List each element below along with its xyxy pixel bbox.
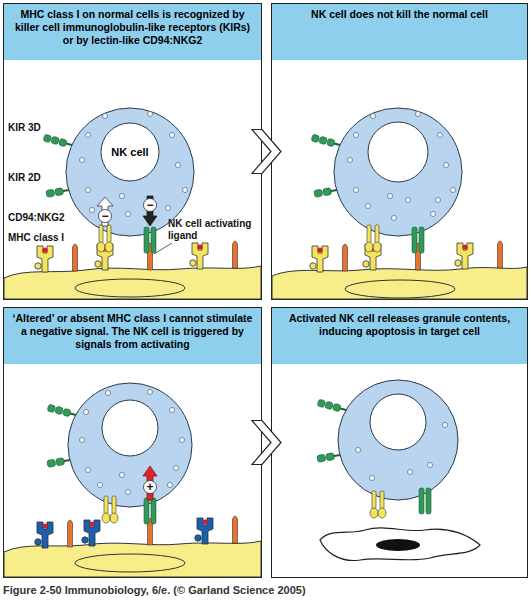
panel-heading: Activated NK cell releases granule conte…	[272, 308, 527, 364]
part-label: CD94:NKG2	[8, 212, 65, 224]
panel-heading: NK cell does not kill the normal cell	[272, 4, 527, 60]
figure-panel: MHC class I on normal cells is recognize…	[3, 3, 262, 300]
part-label: KIR 2D	[8, 172, 41, 184]
part-label: NK cell activating ligand	[168, 218, 258, 242]
figure-panel: ‘Altered’ or absent MHC class I cannot s…	[3, 307, 262, 578]
part-label: MHC class I	[8, 232, 64, 244]
panel-heading: MHC class I on normal cells is recognize…	[4, 4, 261, 60]
signal-sign: −	[146, 199, 153, 211]
figure-panel: NK cell does not kill the normal cell	[271, 3, 528, 300]
part-label: KIR 3D	[8, 122, 41, 134]
node-label: NK cell	[100, 122, 160, 182]
nk-cell-nucleus: NK cell	[100, 122, 160, 182]
nucleus-shape	[101, 123, 159, 181]
figure-panel: Activated NK cell releases granule conte…	[271, 307, 528, 578]
signal-sign: +	[146, 481, 153, 493]
figure-caption: Figure 2-50 Immunobiology, 6/e. (© Garla…	[3, 584, 306, 596]
panel-heading: ‘Altered’ or absent MHC class I cannot s…	[4, 308, 261, 364]
signal-sign: −	[101, 210, 108, 222]
